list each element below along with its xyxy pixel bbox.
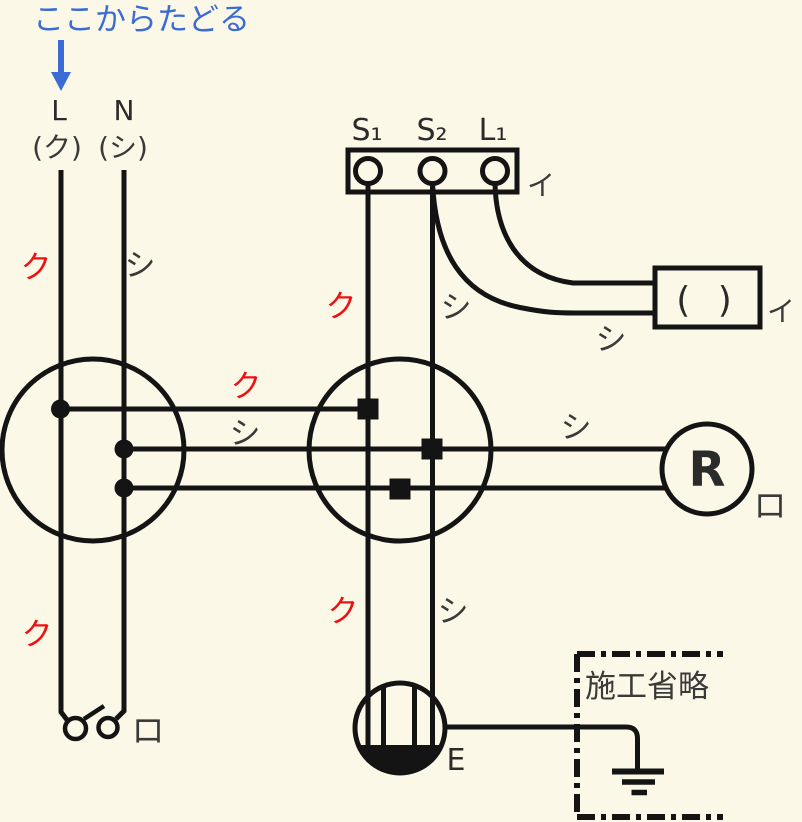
terminal-block-circuit-label: イ [527, 169, 555, 202]
omission-frame [574, 651, 723, 820]
wire-label-source-hot: ク [21, 250, 52, 286]
wire-label-lamp-box-neutral: シ [596, 322, 627, 358]
wire-label-lamp-hot: ク [328, 594, 359, 630]
omission-label: 施工省略 [585, 669, 709, 705]
switch-contact-left [62, 715, 89, 742]
ceiling-lamp-symbol [352, 680, 448, 776]
wire-label-source-hot-lower: ク [22, 617, 53, 653]
trace-arrow-icon [51, 40, 71, 91]
wire-source-neutral [114, 170, 127, 721]
ceiling-lamp-filled-segment [358, 745, 442, 773]
connector-square [389, 478, 411, 500]
junction-dot [114, 478, 134, 498]
light-fixture-box [652, 265, 763, 330]
light-fixture-circuit-label: イ [767, 295, 795, 328]
wire-source-hot [58, 170, 70, 723]
switch-lever [82, 704, 106, 721]
wire-label-s1-hot: ク [326, 289, 357, 325]
source-n-label: N [114, 94, 135, 127]
receptacle-circuit-label: ロ [754, 486, 787, 525]
terminal-s2-circle [417, 156, 448, 186]
junction-dot [51, 399, 70, 419]
receptacle-r-letter: R [689, 442, 726, 498]
wire-label-s2-neutral: シ [441, 290, 472, 326]
junction-dot [114, 439, 134, 459]
terminal-l1-circle [480, 156, 510, 186]
trace-hint-label: ここからたどる [33, 2, 250, 38]
wire-label-lamp-neutral: シ [438, 594, 469, 630]
source-l-wire-color-label: (ク) [32, 131, 82, 164]
terminal-s1-circle [353, 156, 383, 186]
terminal-s1-label: S₁ [351, 113, 382, 148]
wire-label-link-neutral: シ [230, 416, 261, 452]
wire-label-receptacle-neutral: シ [561, 410, 592, 446]
switch-contact-right [96, 715, 120, 740]
connector-square [421, 438, 443, 460]
source-n-wire-color-label: (シ) [98, 131, 148, 164]
earth-terminal-label: E [447, 743, 466, 778]
terminal-s2-label: S₂ [416, 113, 447, 148]
receptacle-r-symbol [659, 421, 755, 517]
source-l-label: L [51, 94, 67, 127]
wire-s2-to-lamp-box [430, 183, 655, 316]
switch-symbol [62, 704, 120, 742]
light-fixture-symbol: ( ) [676, 280, 740, 321]
ground-icon [612, 768, 664, 796]
wire-label-link-hot: ク [231, 369, 262, 405]
trace-arrow-head [51, 72, 71, 91]
connector-square [357, 398, 379, 420]
wire-l1-to-lamp-box [492, 183, 655, 286]
wire-earth [445, 724, 640, 769]
switch-circuit-label: ロ [132, 711, 165, 750]
terminal-l1-label: L₁ [479, 113, 508, 148]
wire-label-source-neutral: シ [125, 248, 156, 284]
